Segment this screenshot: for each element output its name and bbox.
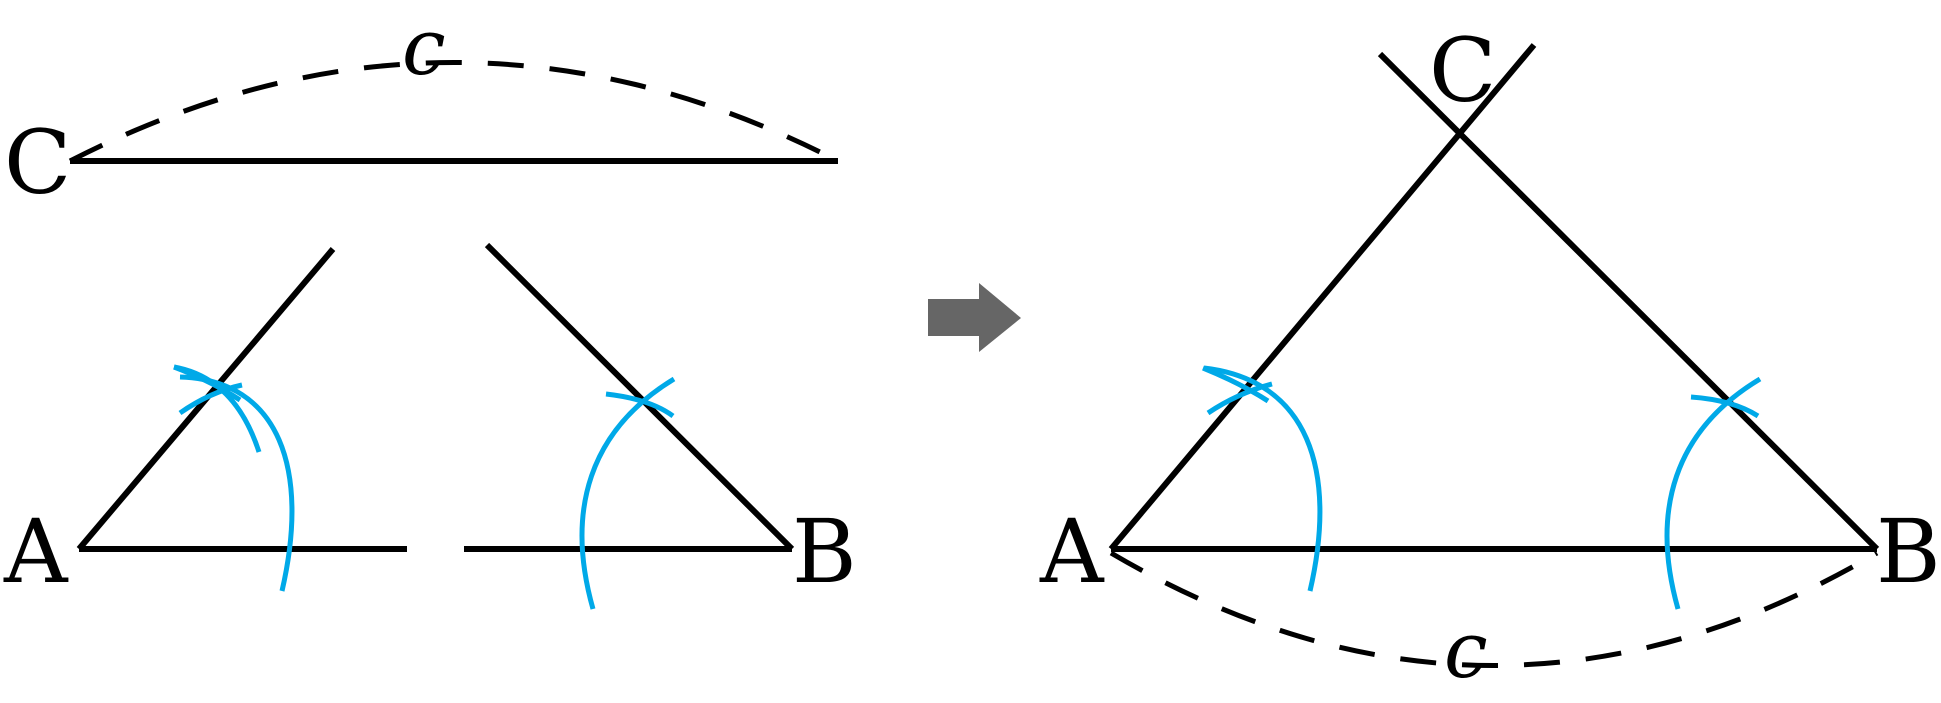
angle-arc-A-right — [1203, 365, 1323, 592]
label-C-right: C — [1429, 19, 1496, 122]
label-C-top-left: C — [4, 111, 71, 214]
angle-cross-arc-A-right — [1202, 365, 1273, 416]
label-c-right: c — [1444, 606, 1488, 696]
label-B-left: B — [792, 500, 857, 603]
side-AC — [1108, 43, 1537, 551]
length-c-dashed-arc — [68, 60, 840, 164]
label-B-right: B — [1876, 500, 1941, 603]
angle-cross-arc-A — [173, 364, 243, 416]
side-BC — [1377, 51, 1880, 552]
label-A-left: A — [3, 500, 69, 603]
right-construction: C A B c — [1039, 19, 1941, 696]
label-c-top-left: c — [402, 3, 446, 93]
length-c-dashed-arc-right — [1109, 550, 1879, 668]
left-construction: C c A B — [3, 3, 857, 610]
angle-ray-B — [484, 242, 795, 552]
angle-cross-arc-B-right — [1690, 394, 1760, 419]
right-arrow-icon — [928, 283, 1021, 352]
angle-cross-arc-B — [605, 391, 675, 419]
label-A-right: A — [1039, 500, 1105, 603]
angle-arc-B-right — [1664, 376, 1762, 610]
